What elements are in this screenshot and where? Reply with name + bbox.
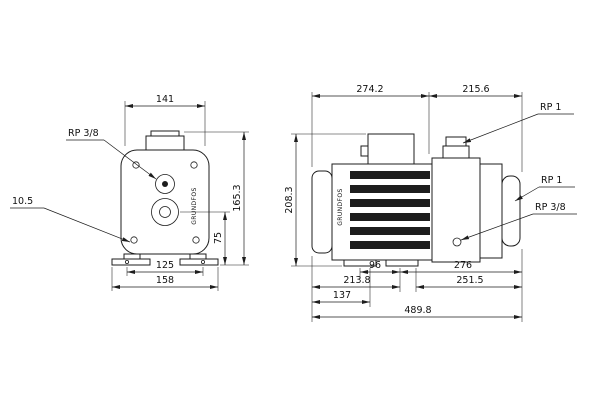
- front-housing: [120, 149, 210, 255]
- front-corner-hole: [190, 161, 198, 169]
- pump-sleeve: [431, 157, 481, 263]
- front-corner-hole: [132, 161, 140, 169]
- terminal-box: [367, 133, 415, 165]
- front-foot-hole: [200, 259, 205, 264]
- grundfos-logo: GRUNDFOS: [337, 188, 344, 226]
- dim-2515: 251.5: [456, 275, 483, 286]
- top-port-stub: [445, 136, 467, 147]
- dim-top-2156: 215.6: [462, 84, 489, 95]
- front-main-port-inner: [159, 206, 171, 218]
- dim-width-141: 141: [156, 94, 174, 105]
- dim-foot-96: 96: [369, 260, 381, 271]
- front-foot-plate-left: [111, 258, 151, 266]
- inlet-chamber: [479, 163, 503, 259]
- label-inlet-port-rp1: RP 1: [541, 175, 562, 186]
- dim-2138: 213.8: [343, 275, 370, 286]
- dim-137: 137: [333, 290, 351, 301]
- side-dimension-lines: [291, 92, 577, 322]
- label-drain-rp38: RP 3/8: [535, 202, 566, 213]
- front-main-port: [151, 198, 179, 226]
- grundfos-logo: GRUNDFOS: [191, 187, 198, 225]
- front-view: GRUNDFOS: [10, 94, 249, 291]
- dim-foot-span-125: 125: [156, 260, 174, 271]
- dim-height-1653: 165.3: [232, 184, 243, 211]
- dim-base-158: 158: [156, 275, 174, 286]
- end-port-cap: [501, 175, 521, 247]
- front-corner-hole: [192, 236, 200, 244]
- top-port-collar: [442, 145, 470, 159]
- front-corner-hole: [130, 236, 138, 244]
- rear-foot-plate: [343, 259, 377, 267]
- dim-height-2083: 208.3: [284, 186, 295, 213]
- side-pump-body: GRUNDFOS: [311, 133, 521, 267]
- drain-plug: [452, 237, 462, 247]
- label-top-port-rp1: RP 1: [540, 102, 561, 113]
- front-terminal-box: [145, 135, 185, 152]
- front-foot-right: [189, 253, 207, 260]
- front-dimension-lines: [10, 101, 249, 291]
- cable-gland: [360, 145, 369, 157]
- dim-276: 276: [454, 260, 472, 271]
- label-port-rp38: RP 3/8: [68, 128, 99, 139]
- dim-foot-hole-105: 10.5: [12, 196, 33, 207]
- motor-cooling-fins: [350, 171, 430, 249]
- front-top-port: [155, 174, 175, 194]
- dim-axis-75: 75: [213, 232, 224, 244]
- dim-total-4898: 489.8: [404, 305, 431, 316]
- front-foot-left: [123, 253, 141, 260]
- front-pump-body: GRUNDFOS: [111, 130, 219, 266]
- fan-cover: [311, 170, 333, 254]
- dim-top-2742: 274.2: [356, 84, 383, 95]
- front-foot-plate-right: [179, 258, 219, 266]
- front-top-port-plug: [162, 181, 168, 187]
- side-view: GRUNDFOS: [284, 84, 577, 322]
- front-foot-hole: [125, 259, 130, 264]
- front-foot-plate: [385, 259, 419, 267]
